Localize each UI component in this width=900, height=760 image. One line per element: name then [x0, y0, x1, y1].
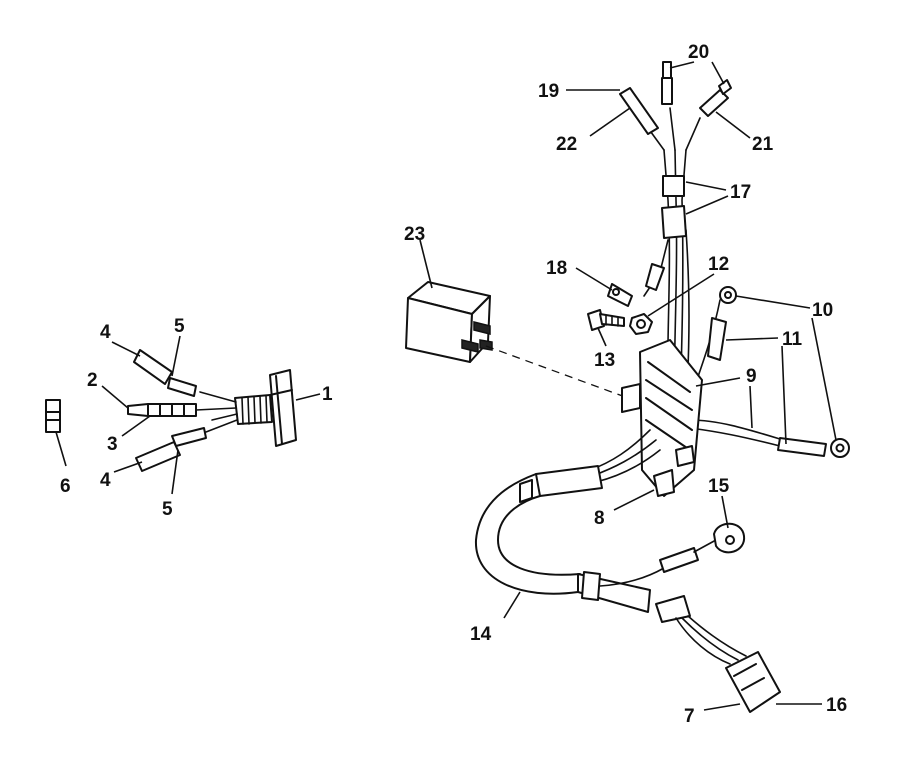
callout-6: 6 — [60, 476, 71, 497]
callout-4-lower: 4 — [100, 470, 111, 491]
callout-8: 8 — [594, 508, 605, 529]
callout-21: 21 — [752, 134, 774, 155]
callout-11: 11 — [782, 329, 803, 350]
callout-14: 14 — [470, 624, 492, 645]
callout-22: 22 — [556, 134, 577, 155]
relay — [405, 281, 493, 363]
callout-12: 12 — [708, 254, 729, 275]
callout-20: 20 — [688, 42, 709, 63]
callout-7: 7 — [684, 706, 695, 727]
spare-terminal — [45, 399, 61, 433]
callout-3: 3 — [107, 434, 118, 455]
wire-harness — [474, 61, 850, 713]
callout-9: 9 — [746, 366, 757, 387]
callout-23: 23 — [404, 224, 425, 245]
connector-lower — [135, 427, 207, 472]
leader-lines — [55, 61, 837, 711]
callout-17: 17 — [730, 182, 751, 203]
callout-5-lower: 5 — [162, 499, 173, 520]
callout-5-upper: 5 — [174, 316, 185, 337]
callout-19: 19 — [538, 81, 559, 102]
callout-15: 15 — [708, 476, 730, 497]
switch-assembly — [195, 369, 297, 447]
callout-4-upper: 4 — [100, 322, 111, 343]
connector-upper — [133, 349, 197, 397]
callout-2: 2 — [87, 370, 98, 391]
callouts: 1 2 3 4 4 5 5 6 7 8 9 10 11 12 13 14 15 … — [60, 42, 847, 727]
callout-1: 1 — [322, 384, 333, 405]
connector-middle — [127, 403, 197, 417]
callout-10: 10 — [812, 300, 833, 321]
callout-16: 16 — [826, 695, 847, 716]
callout-13: 13 — [594, 350, 615, 371]
relay-mount-line — [485, 345, 629, 399]
callout-18: 18 — [546, 258, 567, 279]
